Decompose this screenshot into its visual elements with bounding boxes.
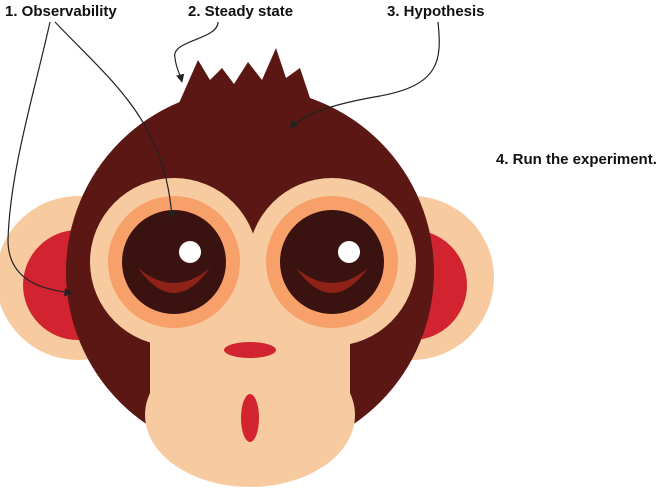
label-hypothesis: 3. Hypothesis <box>387 3 485 20</box>
hypothesis-arrow <box>289 21 440 129</box>
hair-tuft <box>168 48 318 150</box>
label-run-experiment: 4. Run the experiment. <box>496 151 657 168</box>
monkey-nose <box>224 342 276 358</box>
right-eye <box>266 196 398 328</box>
steady-state-arrow <box>174 21 219 83</box>
label-steady-state: 2. Steady state <box>188 3 294 20</box>
left-eye <box>108 196 240 328</box>
monkey-mouth <box>241 394 259 442</box>
observability-arrow-to-ear <box>7 21 73 297</box>
label-observability: 1. Observability <box>5 3 117 20</box>
observability-arrow-to-eye <box>54 21 176 219</box>
